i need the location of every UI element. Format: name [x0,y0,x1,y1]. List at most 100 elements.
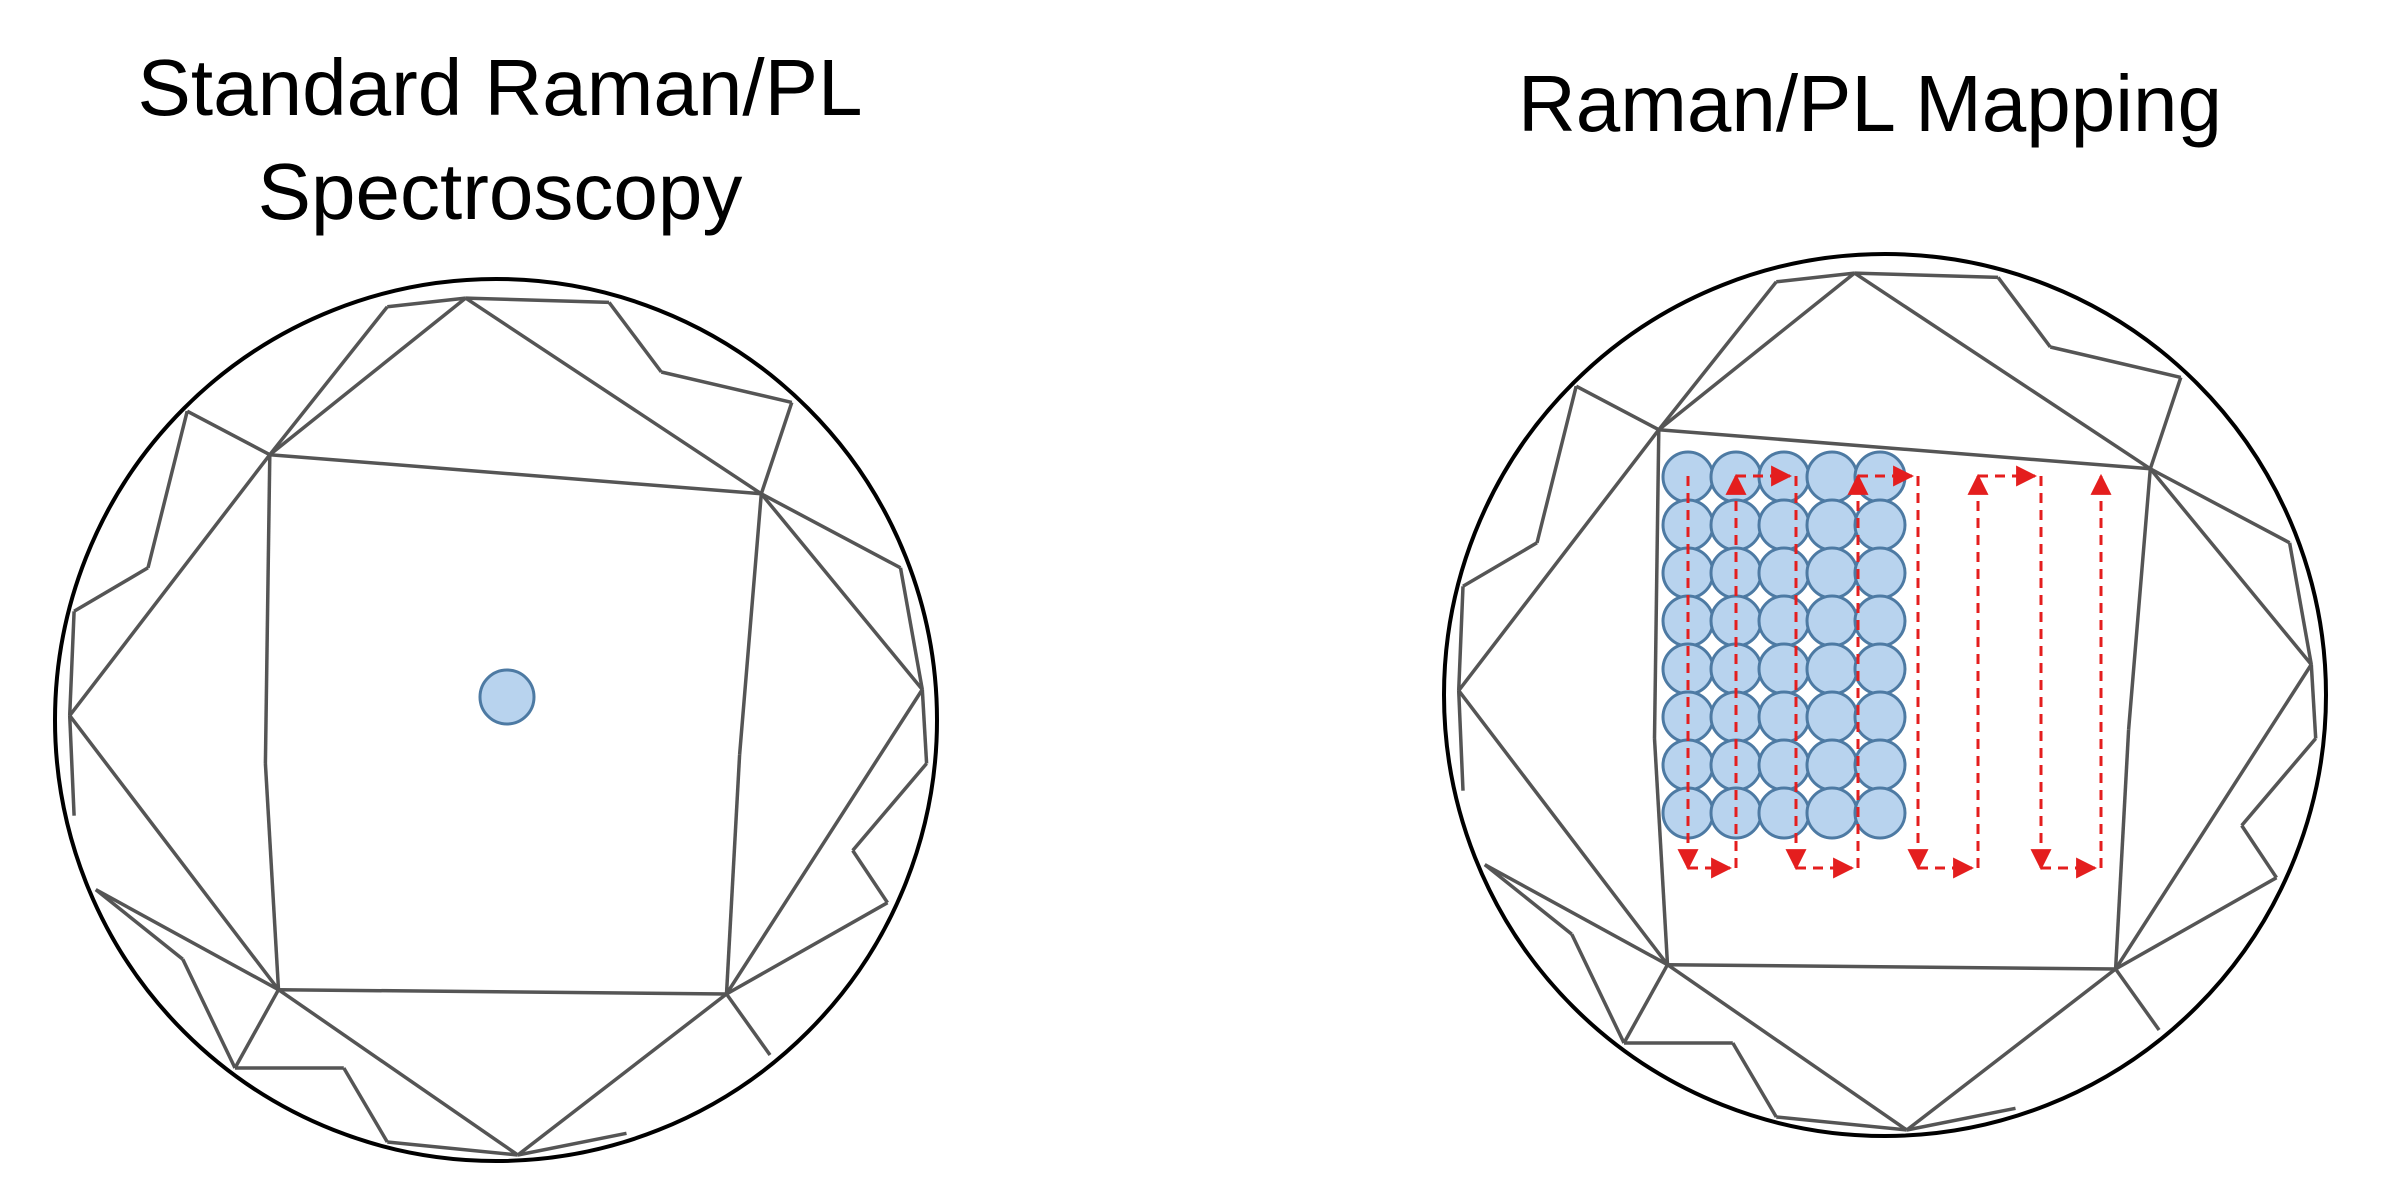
facet-edge-left-38 [94,888,184,961]
map-spot-c2-r7 [1757,786,1811,840]
facet-edge-left-11 [277,988,519,1157]
facet-edge-left-19 [725,992,772,1057]
facet-edge-left-26 [517,1131,627,1157]
standard-spectroscopy-title: Standard Raman/PL Spectroscopy [50,36,950,244]
facet-edge-left-32 [607,301,663,374]
facet-edge-right-29 [1456,690,1465,791]
map-spot-c1-r5 [1709,690,1763,744]
map-spot-c4-r3 [1853,594,1907,648]
facet-edge-left-5 [263,454,272,764]
facet-edge-left-16 [759,401,794,495]
facet-edge-right-5 [1652,429,1661,739]
facet-edge-left-30 [146,410,189,569]
facet-edge-left-27 [387,1140,518,1157]
facet-edge-left-4 [263,763,281,990]
facet-edge-right-34 [2240,737,2318,827]
facet-edge-right-27 [1776,1115,1907,1132]
map-spot-c4-r5 [1853,690,1907,744]
diamond-facets-left [67,296,929,1157]
facet-edge-left-36 [342,1067,389,1143]
facet-edge-left-24 [898,567,925,690]
map-spot-c4-r2 [1853,546,1907,600]
facet-edge-left-29 [67,715,76,816]
map-spot-c3-r4 [1805,642,1859,696]
map-spot-c2-r5 [1757,690,1811,744]
map-spot-c3-r1 [1805,498,1859,552]
map-spot-c4-r1 [1853,498,1907,552]
mapping-diamond [1442,252,2328,1138]
facet-edge-left-0 [269,452,762,496]
facet-edge-right-4 [1652,738,1670,965]
facet-edge-right-30 [1535,385,1578,544]
facet-edge-right-25 [2309,664,2318,739]
facet-edge-left-12 [68,714,280,991]
facet-edge-right-9 [2114,663,2313,970]
facet-edge-left-20 [233,988,281,1069]
map-spot-c4-r6 [1853,738,1907,792]
facet-edge-right-14 [1575,384,1660,432]
mapping-title-line1: Raman/PL Mapping [1517,59,2223,148]
facet-edge-right-3 [1667,962,2116,971]
scan-path-arrows [1677,465,2112,879]
map-spot-c4-r4 [1853,642,1907,696]
facet-edge-left-2 [724,754,742,995]
facet-edge-right-20 [1622,963,1670,1044]
diamond-outline-right [1442,252,2328,1138]
map-spot-c0-r2 [1661,546,1715,600]
facet-edge-right-21 [1483,863,1669,967]
facet-edge-right-32 [1996,276,2052,349]
facet-edge-right-7 [1853,271,2152,471]
map-spot-c0-r1 [1661,498,1715,552]
facet-edge-right-23 [1854,271,1999,280]
facet-edge-right-31 [1462,541,1538,588]
map-spot-c2-r4 [1757,642,1811,696]
laser-spot [478,668,536,726]
facet-edge-left-25 [920,689,929,764]
facet-edge-right-39 [1570,933,1626,1044]
facet-edge-right-35 [2240,824,2278,879]
facet-edge-left-7 [464,296,763,496]
facet-edge-right-6 [1657,271,1856,432]
map-spot-c2-r1 [1757,498,1811,552]
map-spot-c4-r7 [1853,786,1907,840]
facet-edge-right-17 [2149,467,2291,545]
map-spot-c3-r7 [1805,786,1859,840]
facet-edge-right-38 [1483,863,1573,936]
facet-edge-right-16 [2148,376,2183,470]
facet-edge-left-18 [725,901,889,996]
facet-edge-left-31 [73,566,149,613]
map-spot-c3-r5 [1805,690,1859,744]
facet-edge-left-34 [851,762,928,852]
map-spot-c2-r3 [1757,594,1811,648]
mapping-spot-grid [1661,450,1907,840]
facet-edge-left-33 [660,370,793,405]
facet-edge-left-21 [94,888,280,992]
facet-edge-right-22 [1776,271,1855,284]
diamond-facets-right [1456,271,2318,1132]
facet-edge-left-28 [67,611,76,716]
map-spot-c3-r2 [1805,546,1859,600]
facet-edge-left-14 [186,409,271,457]
facet-edge-left-22 [387,296,466,309]
standard-diamond [53,277,939,1163]
diamond-outline-left [53,277,939,1163]
facet-edge-left-39 [181,958,237,1069]
map-spot-c2-r2 [1757,546,1811,600]
facet-edge-right-1 [2126,468,2153,730]
facet-edge-left-3 [278,987,727,996]
facet-edge-right-13 [1457,428,1661,692]
facet-edge-right-33 [2049,345,2182,380]
standard-title-line2: Spectroscopy [257,147,743,236]
map-spot-c0-r7 [1661,786,1715,840]
standard-title-line1: Standard Raman/PL [137,43,863,132]
facet-edge-right-8 [2148,467,2313,666]
facet-edge-left-13 [68,453,272,717]
facet-edge-right-11 [1666,963,1908,1132]
facet-edge-right-15 [1657,280,1778,431]
mapping-title: Raman/PL Mapping [1390,52,2350,156]
facet-edge-left-9 [725,688,924,995]
map-spot-c1-r4 [1709,642,1763,696]
facet-edge-right-10 [1905,967,2117,1132]
facet-edge-left-8 [759,492,924,691]
facet-edge-left-15 [268,305,389,456]
